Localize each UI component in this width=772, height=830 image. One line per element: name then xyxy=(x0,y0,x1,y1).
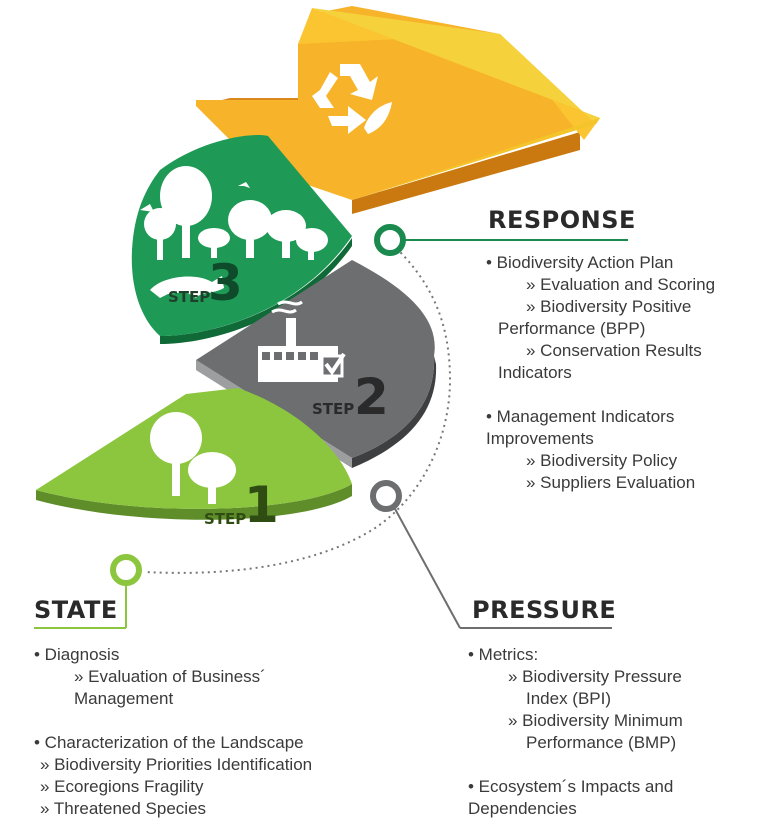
step-2-label: STEP xyxy=(312,400,354,418)
state-list-item: » Ecoregions Fragility xyxy=(40,777,204,796)
response-arrow xyxy=(196,6,600,214)
trees-icon xyxy=(150,412,236,504)
response-list-item: • Biodiversity Action Plan xyxy=(486,253,674,272)
step-3-label: STEP xyxy=(168,288,210,306)
pressure-list-item: » Biodiversity Pressure xyxy=(508,667,682,686)
step-3-number: 3 xyxy=(208,254,243,312)
response-list-item: Indicators xyxy=(498,363,572,382)
response-list-item: » Biodiversity Positive xyxy=(526,297,692,316)
pressure-heading: PRESSURE xyxy=(472,596,617,624)
pressure-list-item: Performance (BMP) xyxy=(526,733,677,752)
state-list-item: • Characterization of the Landscape xyxy=(34,733,304,752)
step-2-number: 2 xyxy=(354,368,389,426)
response-list-item: Improvements xyxy=(486,429,594,448)
pressure-list-item: • Ecosystem´s Impacts and xyxy=(468,777,674,796)
pressure-list-item: Dependencies xyxy=(468,799,577,818)
pressure-list-item: • Metrics: xyxy=(468,645,539,664)
factory-icon xyxy=(258,300,346,382)
response-list-item: » Biodiversity Policy xyxy=(526,451,678,470)
response-connector xyxy=(374,224,628,256)
pressure-list-item: » Biodiversity Minimum xyxy=(508,711,683,730)
response-list: • Biodiversity Action Plan » Evaluation a… xyxy=(486,252,766,494)
recycle-icon xyxy=(312,64,392,134)
pressure-list-item xyxy=(468,754,758,776)
response-heading: RESPONSE xyxy=(488,206,636,234)
state-connector xyxy=(34,554,142,629)
step-1-number: 1 xyxy=(244,476,279,534)
state-list-item: » Biodiversity Priorities Identification xyxy=(40,755,313,774)
forest-with-jaguar-icon xyxy=(140,166,328,298)
pressure-connector xyxy=(370,480,612,629)
response-list-item: Performance (BPP) xyxy=(498,319,646,338)
dotted-cycle-path xyxy=(145,243,452,574)
state-list-item: » Threatened Species xyxy=(40,799,207,818)
response-list-item: » Evaluation and Scoring xyxy=(526,275,716,294)
response-list-item: » Suppliers Evaluation xyxy=(526,473,696,492)
state-list-item xyxy=(34,710,374,732)
step-1-label: STEP xyxy=(204,510,246,528)
state-list-item: • Diagnosis xyxy=(34,645,120,664)
pressure-list-item: Index (BPI) xyxy=(526,689,612,708)
response-list-item: • Management Indicators xyxy=(486,407,675,426)
state-list-item: » Evaluation of Business´ xyxy=(74,667,266,686)
state-heading: STATE xyxy=(34,596,118,624)
state-list: • Diagnosis » Evaluation of Business´ Mana… xyxy=(34,644,374,820)
response-list-item: » Conservation Results xyxy=(526,341,702,360)
response-list-item xyxy=(486,384,766,406)
state-list-item: Management xyxy=(74,689,174,708)
